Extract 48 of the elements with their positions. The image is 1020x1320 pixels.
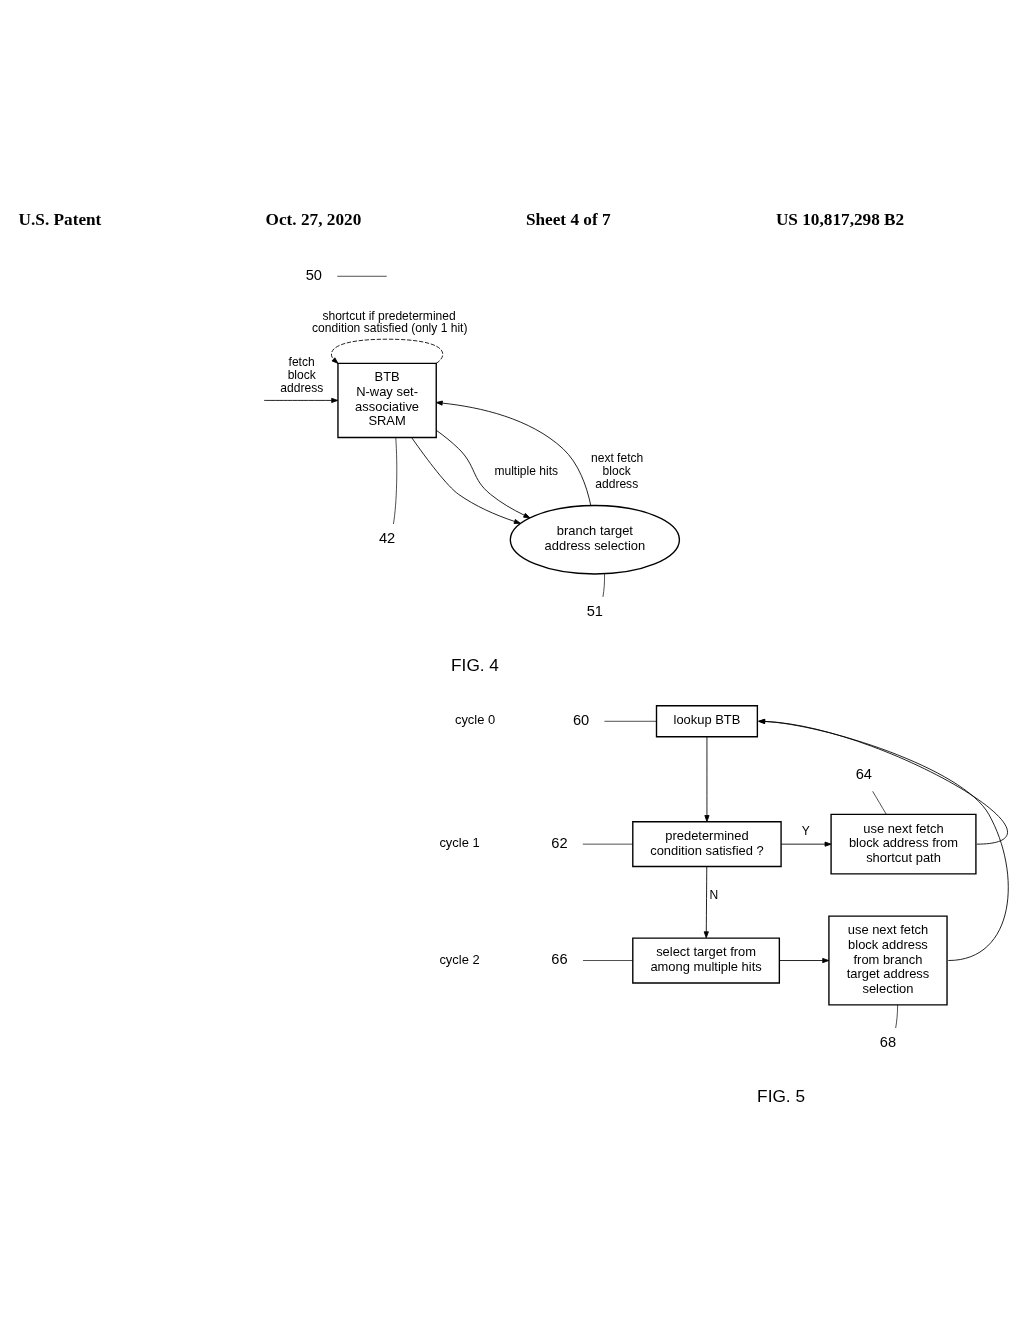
label: FIG. 5 (757, 1086, 806, 1107)
node-box: use next fetch block address from branch target address selection (828, 915, 948, 1006)
arrow (779, 958, 830, 964)
edge-label: fetch block address (280, 354, 324, 395)
arrow (435, 400, 592, 506)
edge-label: shortcut if predetermined condition satisfied (only 1 hit) (312, 308, 468, 336)
arrow (704, 736, 710, 822)
arrow (758, 718, 1008, 845)
node-text: 62 (551, 834, 568, 851)
label: cycle 0 (454, 712, 496, 728)
label: Oct. 27, 2020 (265, 210, 362, 230)
label: US 10,817,298 B2 (775, 210, 905, 230)
label: Sheet 4 of 7 (525, 210, 611, 230)
label: cycle 2 (439, 951, 480, 967)
arrow (331, 338, 444, 364)
arrow (435, 429, 531, 519)
edge-label: N (709, 887, 719, 902)
node-box: use next fetch block address from shortcut path (830, 813, 977, 875)
connector (895, 1004, 898, 1029)
node-text: 68 (879, 1034, 897, 1051)
edge-label: multiple hits (494, 464, 559, 479)
connector (602, 573, 605, 598)
label: U.S. Patent (18, 210, 102, 230)
connector (604, 720, 657, 722)
node-text: 42 (378, 530, 396, 547)
arrow (263, 397, 339, 403)
node-text: 50 (305, 266, 322, 283)
arrow (411, 437, 521, 524)
connector (872, 790, 887, 815)
node-text: 64 (855, 766, 872, 783)
edge-label: next fetch block address (590, 451, 644, 492)
node-ellipse: branch target address selection (509, 504, 681, 575)
connector (393, 437, 398, 525)
edge-label: Y (801, 824, 810, 839)
node-box: predetermined condition satisfied ? (632, 821, 782, 868)
label: FIG. 4 (451, 655, 499, 676)
node-box: select target from among multiple hits (632, 937, 781, 984)
arrow (758, 718, 1009, 961)
node-box: BTB N-way set-associative SRAM (337, 362, 437, 439)
node-text: 51 (586, 603, 604, 620)
label: cycle 1 (439, 835, 480, 851)
arrow (703, 866, 709, 939)
node-text: 60 (572, 711, 590, 728)
node-box: lookup BTB (655, 705, 759, 738)
connector (582, 960, 634, 961)
node-text: 66 (551, 951, 568, 968)
arrow (780, 841, 832, 847)
connector (582, 843, 634, 845)
